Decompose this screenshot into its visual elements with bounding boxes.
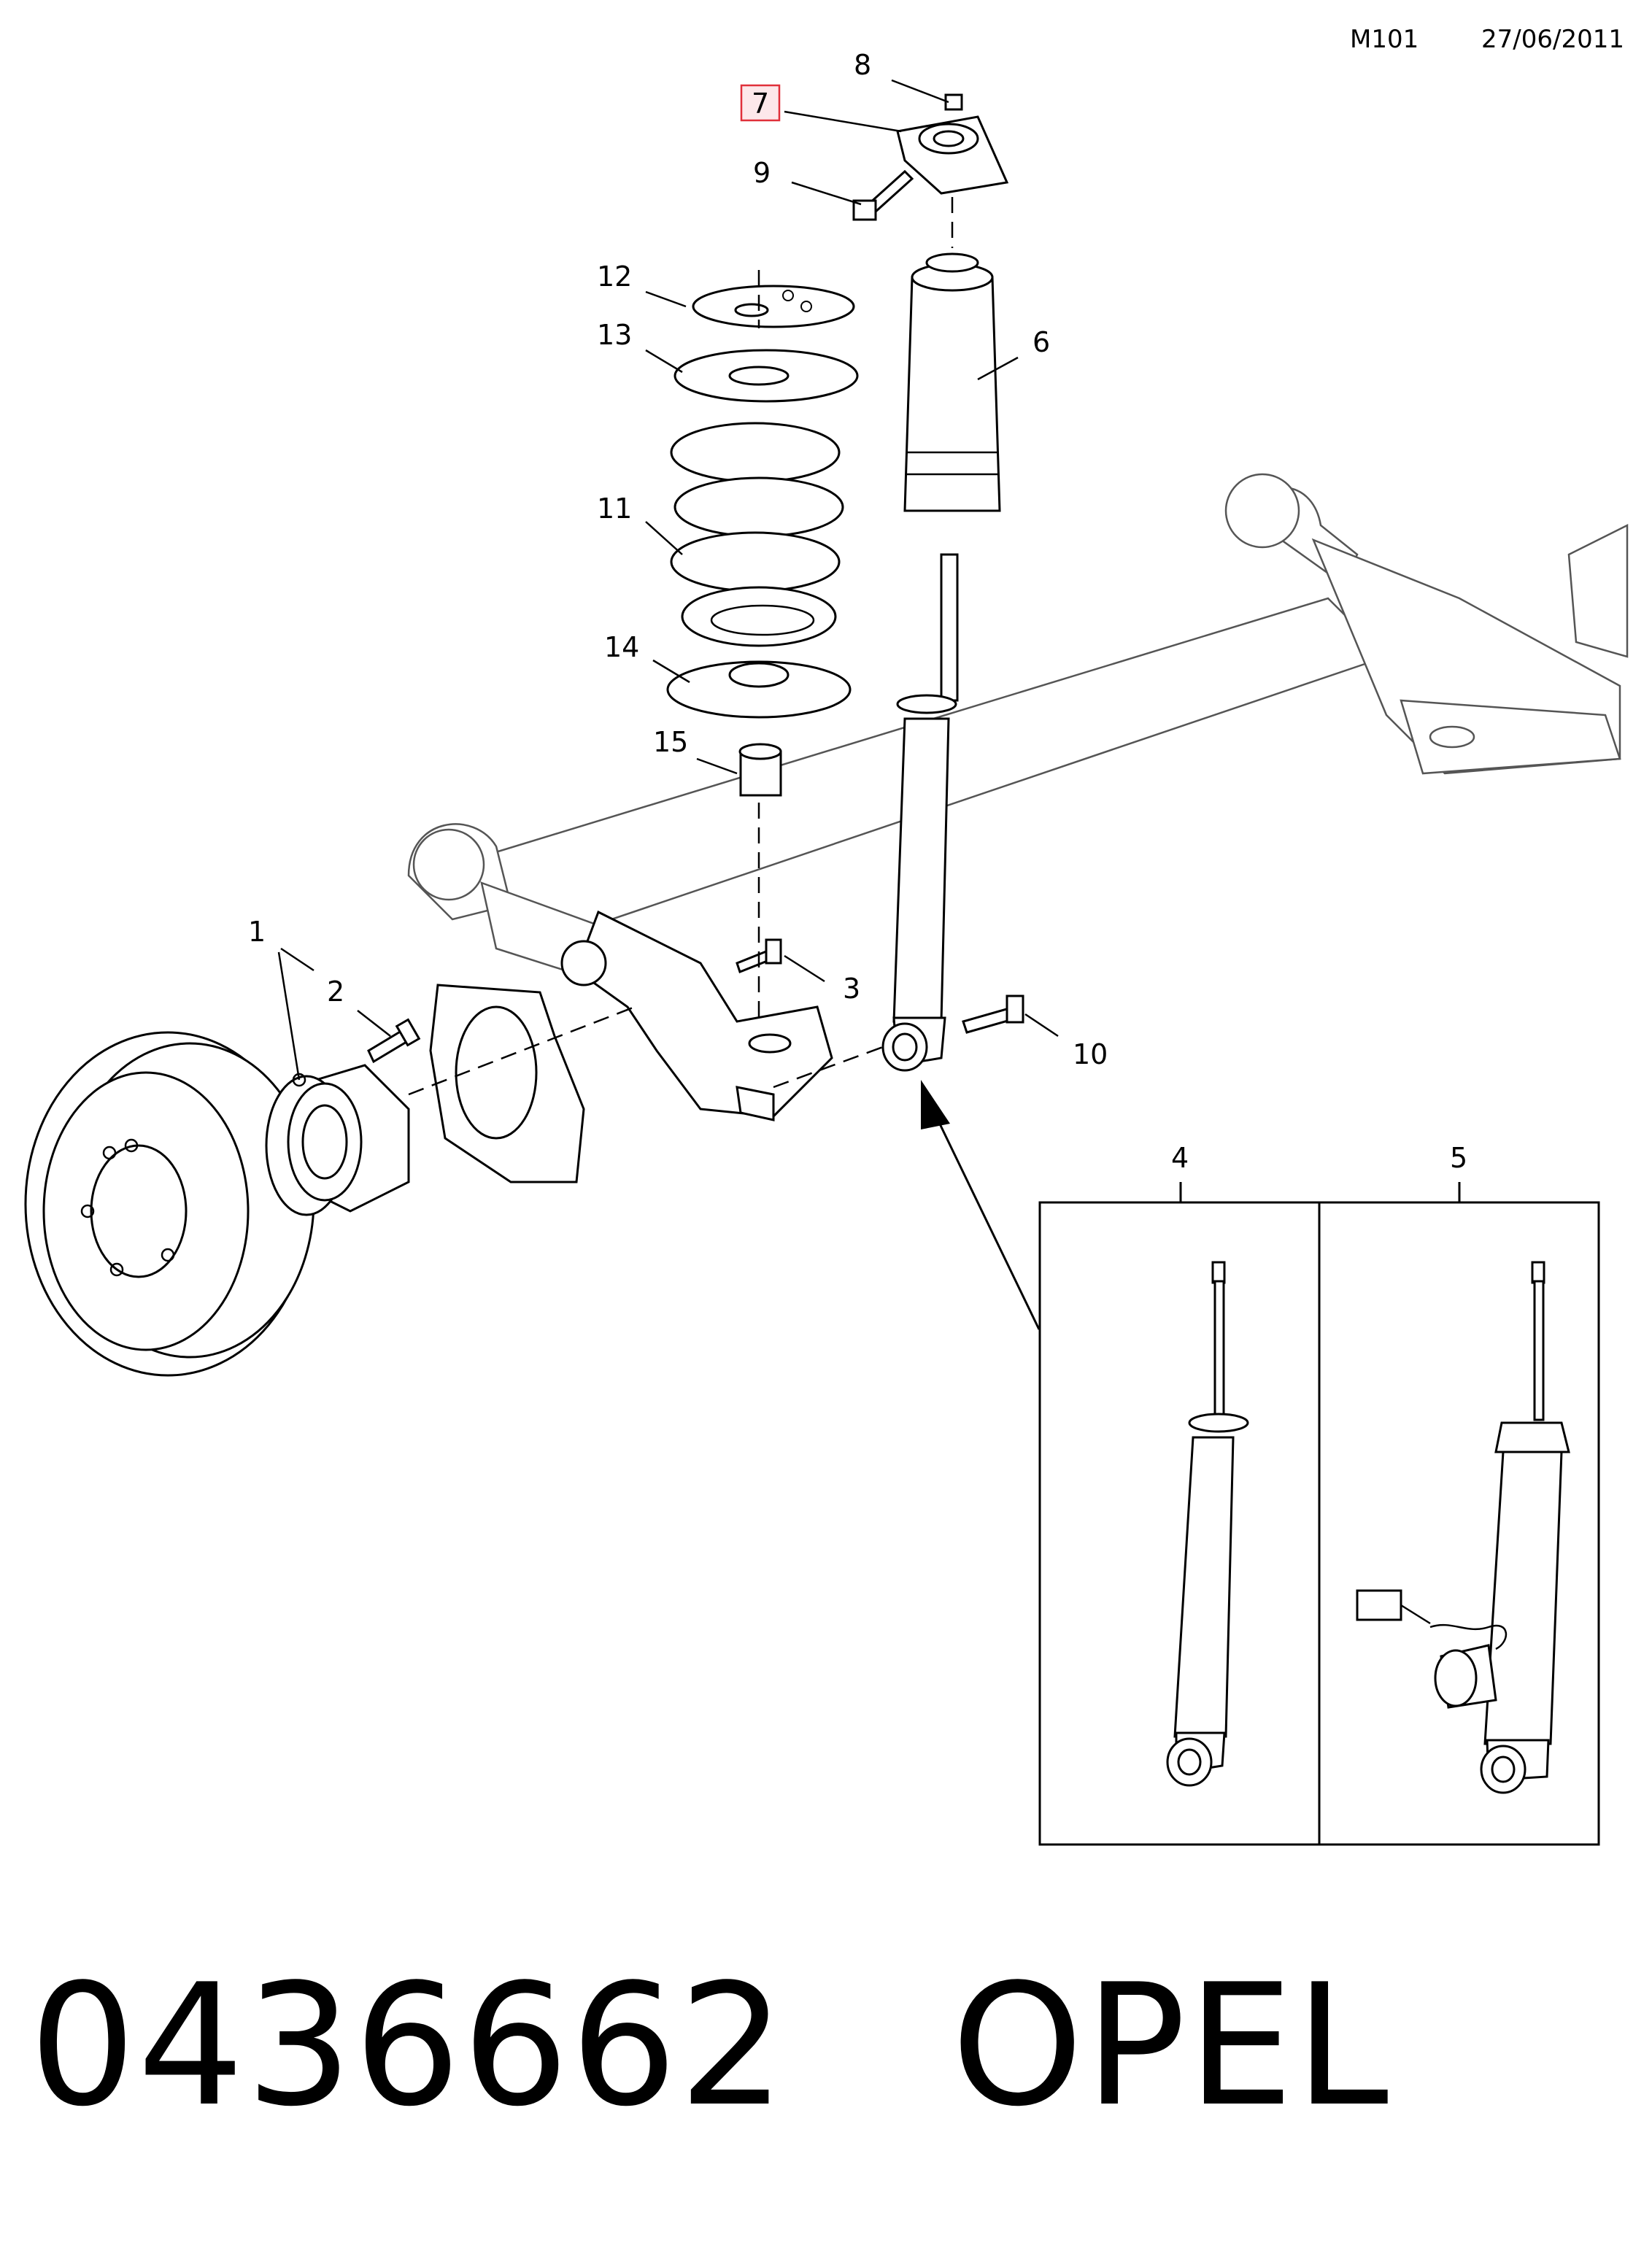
hub-bolt	[367, 1018, 421, 1064]
diagram-date: 27/06/2011	[1481, 25, 1624, 54]
wheel-hub	[265, 1064, 410, 1216]
callout-11: 11	[597, 493, 632, 525]
diagram-code: M101	[1350, 25, 1419, 54]
bump-stop	[738, 743, 782, 797]
shock-variant-standard	[1166, 1261, 1249, 1787]
bolt-10	[962, 994, 1024, 1034]
leader-lines	[277, 79, 1059, 1081]
bolt-3	[736, 938, 782, 973]
footer-part-label: 0436662 OPEL	[29, 1963, 1390, 2131]
callout-7: 7	[752, 88, 769, 120]
callout-14: 14	[604, 631, 639, 663]
callout-10: 10	[1073, 1038, 1108, 1070]
assembly-lines	[408, 197, 954, 1096]
callout-15: 15	[653, 726, 688, 758]
backing-plate	[429, 984, 585, 1183]
knuckle	[560, 910, 833, 1121]
bolt-9	[852, 169, 914, 221]
callout-4: 4	[1171, 1142, 1189, 1174]
brand-name: OPEL	[951, 1949, 1390, 2144]
spring-isolator	[673, 349, 859, 403]
callout-labels: 1 2 3 4 5 6 7 8 9 10 11 12 13 14 15	[248, 49, 1467, 1174]
spring-seat-upper	[692, 285, 855, 328]
detail-arrow	[921, 1080, 1041, 1330]
callout-3: 3	[843, 973, 860, 1005]
top-mount	[896, 115, 1009, 195]
callout-2: 2	[327, 976, 344, 1008]
nut-8	[944, 93, 963, 111]
callout-8: 8	[854, 49, 871, 81]
brake-disc	[24, 1031, 315, 1377]
rear-axle-beam	[407, 473, 1629, 1001]
callout-12: 12	[597, 260, 632, 293]
callout-6: 6	[1032, 326, 1050, 358]
callout-5: 5	[1450, 1142, 1467, 1174]
callout-9: 9	[753, 157, 771, 189]
callout-1: 1	[248, 916, 266, 948]
shock-absorber	[881, 252, 1001, 1072]
part-number: 0436662	[29, 1949, 787, 2144]
callout-13: 13	[597, 319, 632, 351]
shock-variant-with-sensor	[1356, 1261, 1570, 1794]
callout-7-highlight	[740, 84, 781, 122]
coil-spring	[670, 422, 844, 647]
spring-seat-lower	[666, 660, 852, 719]
variant-frame	[1038, 1182, 1600, 1846]
